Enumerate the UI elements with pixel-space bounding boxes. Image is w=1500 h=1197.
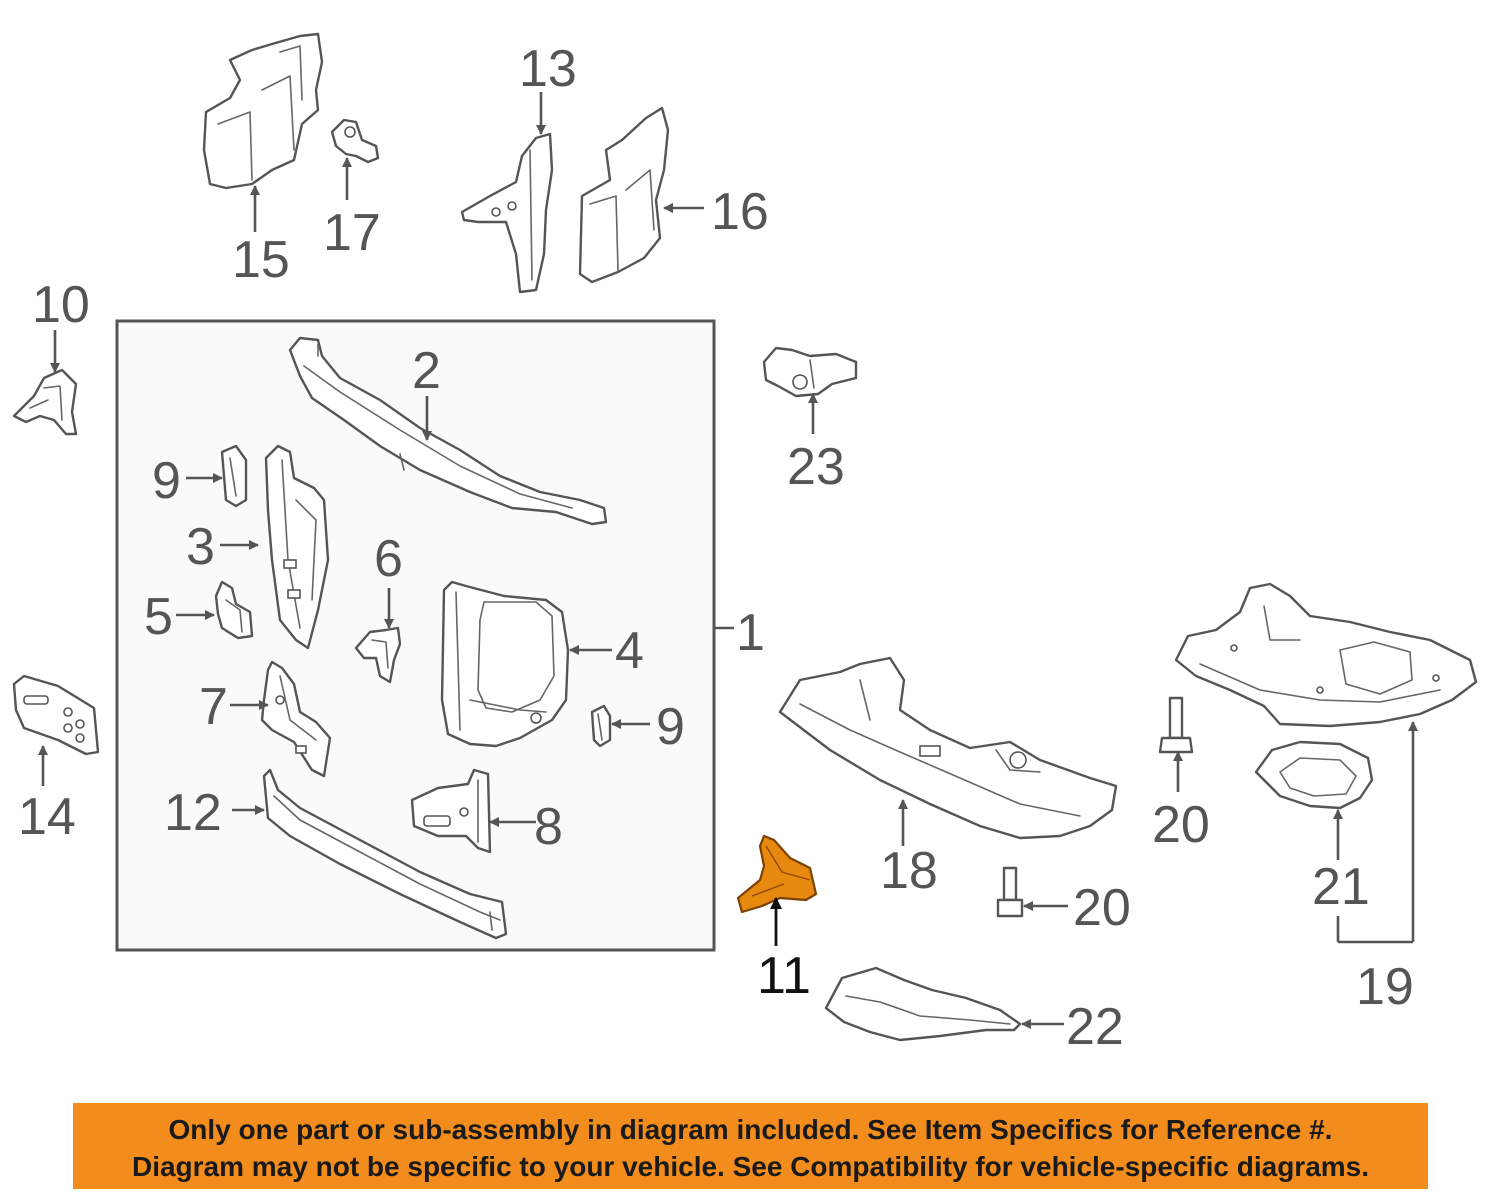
callout-12: 12 bbox=[164, 784, 222, 842]
callout-21: 21 bbox=[1312, 858, 1370, 916]
callout-7: 7 bbox=[199, 678, 228, 736]
callout-14: 14 bbox=[18, 788, 76, 846]
callout-20-lower: 20 bbox=[1073, 879, 1131, 937]
callout-23: 23 bbox=[787, 438, 845, 496]
part-12-lower-support bbox=[262, 768, 508, 940]
callout-10: 10 bbox=[32, 276, 90, 334]
callout-16: 16 bbox=[711, 183, 769, 241]
part-14-plate bbox=[12, 674, 100, 756]
callout-9-upper: 9 bbox=[152, 452, 181, 510]
notice-line-1: Only one part or sub-assembly in diagram… bbox=[168, 1114, 1333, 1145]
part-18-under-cover bbox=[778, 656, 1118, 840]
part-15-air-guide bbox=[202, 32, 324, 190]
part-17-clip bbox=[330, 118, 380, 164]
part-23-sensor-bracket bbox=[762, 346, 858, 398]
leader-arrows bbox=[38, 92, 1418, 1029]
callout-9-lower: 9 bbox=[656, 698, 685, 756]
callout-11: 11 bbox=[757, 947, 811, 1005]
callout-18: 18 bbox=[880, 842, 938, 900]
part-20-bolt-upper bbox=[1158, 696, 1194, 754]
part-9-lower-pad bbox=[590, 704, 612, 748]
part-20-bolt-lower bbox=[996, 866, 1024, 918]
part-21-panel bbox=[1254, 740, 1374, 810]
part-6-bracket bbox=[354, 626, 402, 684]
callout-8: 8 bbox=[534, 798, 563, 856]
callout-19: 19 bbox=[1356, 958, 1414, 1016]
callout-22: 22 bbox=[1066, 998, 1124, 1056]
callout-1: 1 bbox=[736, 604, 765, 662]
notice-line-2: Diagram may not be specific to your vehi… bbox=[131, 1151, 1370, 1182]
callout-5: 5 bbox=[144, 588, 173, 646]
callout-17: 17 bbox=[323, 204, 381, 262]
part-8-bracket bbox=[410, 768, 492, 854]
part-4-headlamp-bracket bbox=[440, 580, 570, 748]
callout-15: 15 bbox=[232, 231, 290, 289]
part-22-side-cover bbox=[824, 966, 1022, 1042]
notice-banner: Only one part or sub-assembly in diagram… bbox=[73, 1103, 1428, 1189]
callout-3: 3 bbox=[186, 518, 215, 576]
callout-13: 13 bbox=[519, 40, 577, 98]
part-13-support bbox=[460, 132, 554, 294]
callout-2: 2 bbox=[412, 342, 441, 400]
part-10-bracket bbox=[12, 368, 78, 436]
part-5-clip bbox=[214, 580, 254, 640]
part-11-highlighted-bracket bbox=[736, 834, 818, 914]
part-7-bracket bbox=[260, 660, 332, 778]
part-16-air-guide bbox=[578, 106, 670, 284]
part-19-cover-assembly bbox=[1174, 582, 1478, 728]
callout-6: 6 bbox=[374, 530, 403, 588]
part-9-upper-pad bbox=[220, 444, 248, 508]
part-3-side-support bbox=[264, 444, 330, 650]
part-2-upper-support bbox=[288, 336, 608, 526]
callout-4: 4 bbox=[615, 622, 644, 680]
callout-20-upper: 20 bbox=[1152, 796, 1210, 854]
